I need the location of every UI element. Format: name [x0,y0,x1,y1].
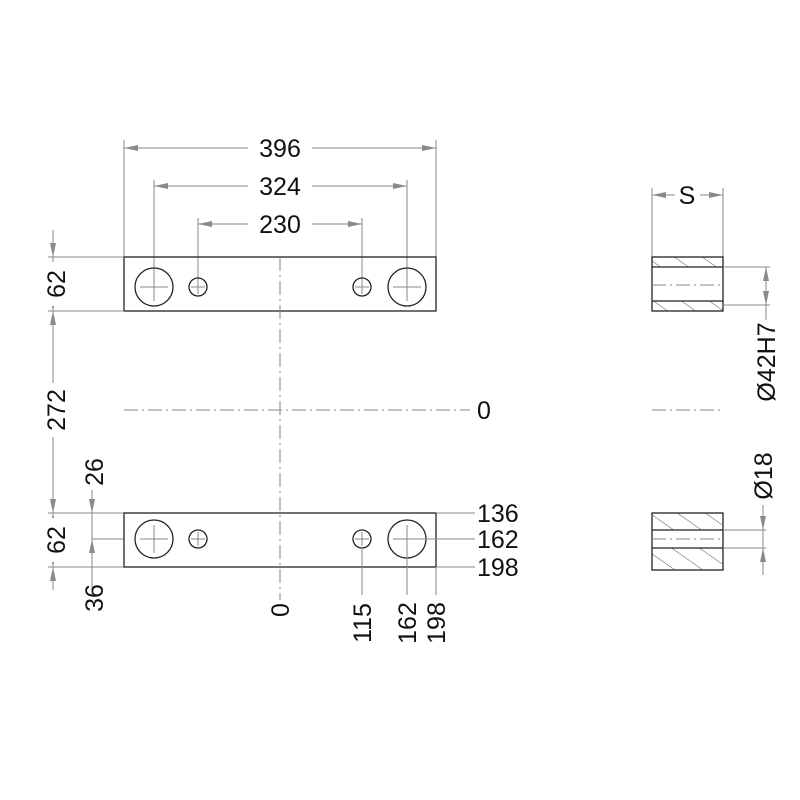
ordinate-label-162: 162 [477,526,519,554]
ordinate-label-115: 115 [349,603,377,643]
dimension-324: 324 [153,173,408,287]
bottom-ordinates: 0 115 162 198 [267,525,451,644]
hole-small [188,529,208,549]
dim-label-230: 230 [259,211,301,239]
dim-label-62-bottom: 62 [43,526,71,554]
ordinate-label-0-vertical: 0 [267,603,295,617]
hatched-wall [652,548,723,570]
hole-large [134,519,174,559]
ordinate-label-198-vertical: 198 [423,602,451,644]
hatched-wall [652,301,723,311]
ordinate-label-162-vertical: 162 [394,602,422,644]
hatched-wall [652,513,723,530]
hole-small [188,277,208,297]
dim-label-bore-18: Ø18 [750,452,778,499]
ordinate-label-198: 198 [477,554,519,582]
dim-label-36: 36 [81,584,109,612]
ordinate-label-136: 136 [477,500,519,528]
dim-label-396: 396 [259,135,301,163]
right-ordinates: 136 162 198 [393,500,519,582]
hole-small [352,277,372,297]
hatched-wall [652,257,723,267]
left-dimensions: 62 272 62 26 36 [40,230,124,612]
dim-label-26: 26 [81,458,109,486]
ordinate-label-0-horizontal: 0 [477,397,491,425]
dimension-396: 396 [123,135,437,257]
dim-label-s: S [679,182,696,210]
dim-label-bore-42h7: Ø42H7 [753,322,781,401]
dim-label-324: 324 [259,173,301,201]
hole-large [387,267,427,307]
side-view: S Ø42H7 Ø18 [651,182,781,575]
dim-label-272: 272 [43,389,71,431]
dim-label-62-top: 62 [43,270,71,298]
hole-large [134,267,174,307]
dimension-230: 230 [197,211,363,287]
